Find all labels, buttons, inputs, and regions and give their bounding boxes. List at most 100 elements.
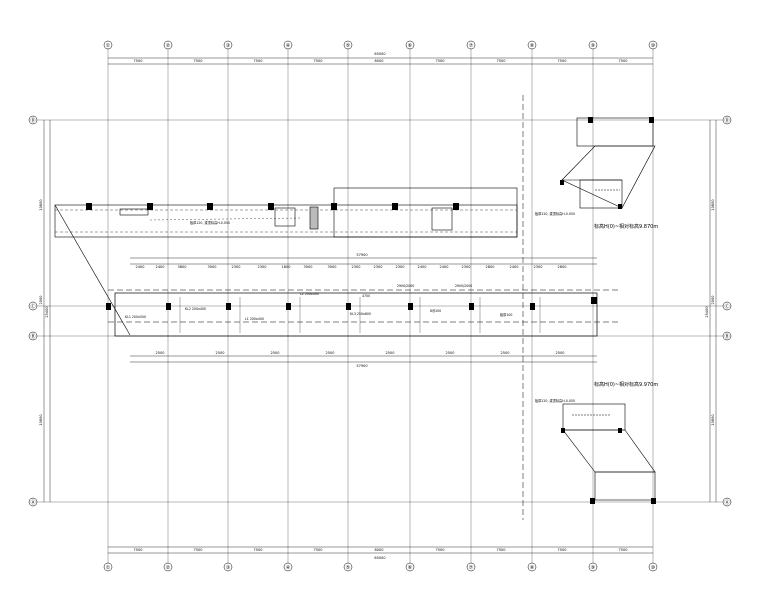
top-bay-dims: 7500 7500 7500 7500 8000 7500 7500 7500 …	[134, 59, 628, 63]
grid-label-8: ⑧	[530, 43, 535, 49]
corridor-top-overall: 57900	[356, 253, 367, 257]
svg-text:L1 200x400: L1 200x400	[245, 317, 264, 321]
corridor-detail-notes: KL1 200x500 KL2 200x400 L1 200x400 L2 20…	[125, 284, 512, 321]
grid-label-bottom-6: ⑥	[408, 565, 413, 571]
svg-text:7500: 7500	[254, 548, 263, 552]
svg-text:3000: 3000	[328, 265, 337, 269]
dashed-centerlines	[108, 95, 620, 520]
svg-text:4700: 4700	[362, 294, 370, 298]
svg-text:2300: 2300	[258, 265, 267, 269]
left-overall: 25400	[45, 306, 49, 317]
svg-text:2500: 2500	[386, 351, 395, 355]
elevation-note-top: 标高H(0)~相对标高9.870m	[594, 223, 658, 230]
svg-text:7500: 7500	[558, 548, 567, 552]
svg-text:2300: 2300	[232, 265, 241, 269]
svg-text:2800: 2800	[486, 265, 495, 269]
grid-label-2: ②	[166, 43, 171, 49]
right-seg-1: 10800	[711, 199, 715, 210]
stair-block-lower	[562, 403, 656, 501]
grid-label-bottom-8: ⑧	[530, 565, 535, 571]
right-overall: 25400	[705, 306, 709, 317]
svg-text:7500: 7500	[619, 59, 628, 63]
row-bubbles	[28, 115, 732, 507]
row-label-left-4: Ⓐ	[30, 499, 35, 506]
svg-text:KL1 200x500: KL1 200x500	[125, 315, 146, 319]
corridor-top-dims: 2400 2400 3800 3000 2300 2300 1800 3000 …	[136, 265, 567, 269]
svg-text:2400: 2400	[510, 265, 519, 269]
bottom-overall-dim: 65000	[374, 556, 385, 560]
svg-text:板厚100: 板厚100	[500, 312, 512, 317]
svg-text:3000: 3000	[208, 265, 217, 269]
grid-label-6: ⑥	[408, 43, 413, 49]
svg-text:8@200: 8@200	[430, 309, 441, 313]
svg-text:7500: 7500	[619, 548, 628, 552]
svg-text:2500: 2500	[556, 351, 565, 355]
svg-text:7500: 7500	[558, 59, 567, 63]
svg-text:7500: 7500	[497, 548, 506, 552]
stair-upper-note: 板厚120, 梁顶标高H-0.050	[535, 211, 575, 216]
top-grid-labels: ① ② ③ ④ ⑤ ⑥ ⑦ ⑧ ⑨ ⑩	[106, 43, 656, 49]
overall-dimension-lines	[43, 57, 717, 554]
bottom-grid-labels: ① ② ③ ④ ⑤ ⑥ ⑦ ⑧ ⑨ ⑩	[106, 565, 656, 571]
svg-text:2300: 2300	[374, 265, 383, 269]
corridor-bottom-overall: 57900	[356, 364, 367, 368]
stair-block-upper	[561, 117, 656, 209]
row-label-right-2: Ⓒ	[724, 303, 729, 310]
grid-label-4: ④	[286, 43, 291, 49]
svg-text:2500: 2500	[446, 351, 455, 355]
grid-label-bottom-1: ①	[106, 565, 111, 571]
svg-text:7500: 7500	[436, 59, 445, 63]
row-label-right-1: Ⓓ	[724, 117, 729, 124]
left-seg-1: 10800	[39, 199, 43, 210]
right-seg-2: 2000	[711, 296, 715, 305]
svg-text:2400: 2400	[418, 265, 427, 269]
svg-text:7500: 7500	[254, 59, 263, 63]
svg-text:7500: 7500	[134, 548, 143, 552]
right-seg-4: 10800	[711, 414, 715, 425]
top-grid-bubbles	[103, 40, 658, 50]
grid-label-bottom-4: ④	[286, 565, 291, 571]
grid-label-5: ⑤	[346, 43, 350, 49]
grid-label-bottom-5: ⑤	[346, 565, 350, 571]
grid-label-10: ⑩	[651, 43, 656, 49]
svg-text:2900/2000: 2900/2000	[455, 284, 472, 288]
svg-text:3000: 3000	[304, 265, 313, 269]
bottom-bay-dims: 7500 7500 7500 7500 8000 7500 7500 7500 …	[134, 548, 628, 552]
row-label-right-3: Ⓑ	[724, 333, 729, 340]
grid-lines	[37, 49, 723, 563]
svg-text:7500: 7500	[436, 548, 445, 552]
svg-text:2500: 2500	[156, 351, 165, 355]
svg-text:1800: 1800	[282, 265, 291, 269]
grid-label-9: ⑨	[591, 43, 595, 49]
svg-text:7500: 7500	[314, 548, 323, 552]
grid-label-bottom-10: ⑩	[651, 565, 656, 571]
upper-slab-columns	[86, 203, 459, 210]
row-label-left-1: Ⓓ	[30, 117, 35, 124]
svg-text:2600: 2600	[558, 265, 567, 269]
svg-text:7500: 7500	[194, 59, 203, 63]
svg-text:2400: 2400	[440, 265, 449, 269]
svg-text:KL2 200x400: KL2 200x400	[185, 307, 206, 311]
grid-label-7: ⑦	[469, 43, 474, 49]
svg-text:2300: 2300	[534, 265, 543, 269]
row-label-right-4: Ⓐ	[724, 499, 729, 506]
svg-text:2400: 2400	[156, 265, 165, 269]
corridor-columns	[106, 297, 597, 310]
svg-text:L2 200x400: L2 200x400	[300, 292, 319, 296]
svg-text:2400: 2400	[136, 265, 145, 269]
grid-label-bottom-2: ②	[166, 565, 171, 571]
upper-slab-note: 板厚120, 梁顶标高H-0.050	[190, 220, 230, 225]
stair-lower-note: 板厚120, 梁顶标高H-0.050	[535, 398, 575, 403]
svg-text:2500: 2500	[216, 351, 225, 355]
svg-text:2500: 2500	[271, 351, 280, 355]
svg-text:3800: 3800	[178, 265, 187, 269]
grid-label-bottom-3: ③	[226, 565, 230, 571]
grid-label-bottom-9: ⑨	[591, 565, 595, 571]
stair-block-lower-columns	[561, 428, 656, 504]
svg-text:2900/2000: 2900/2000	[397, 284, 414, 288]
main-corridor	[114, 257, 598, 363]
grid-label-1: ①	[106, 43, 111, 49]
svg-text:7500: 7500	[194, 548, 203, 552]
svg-text:2300: 2300	[396, 265, 405, 269]
